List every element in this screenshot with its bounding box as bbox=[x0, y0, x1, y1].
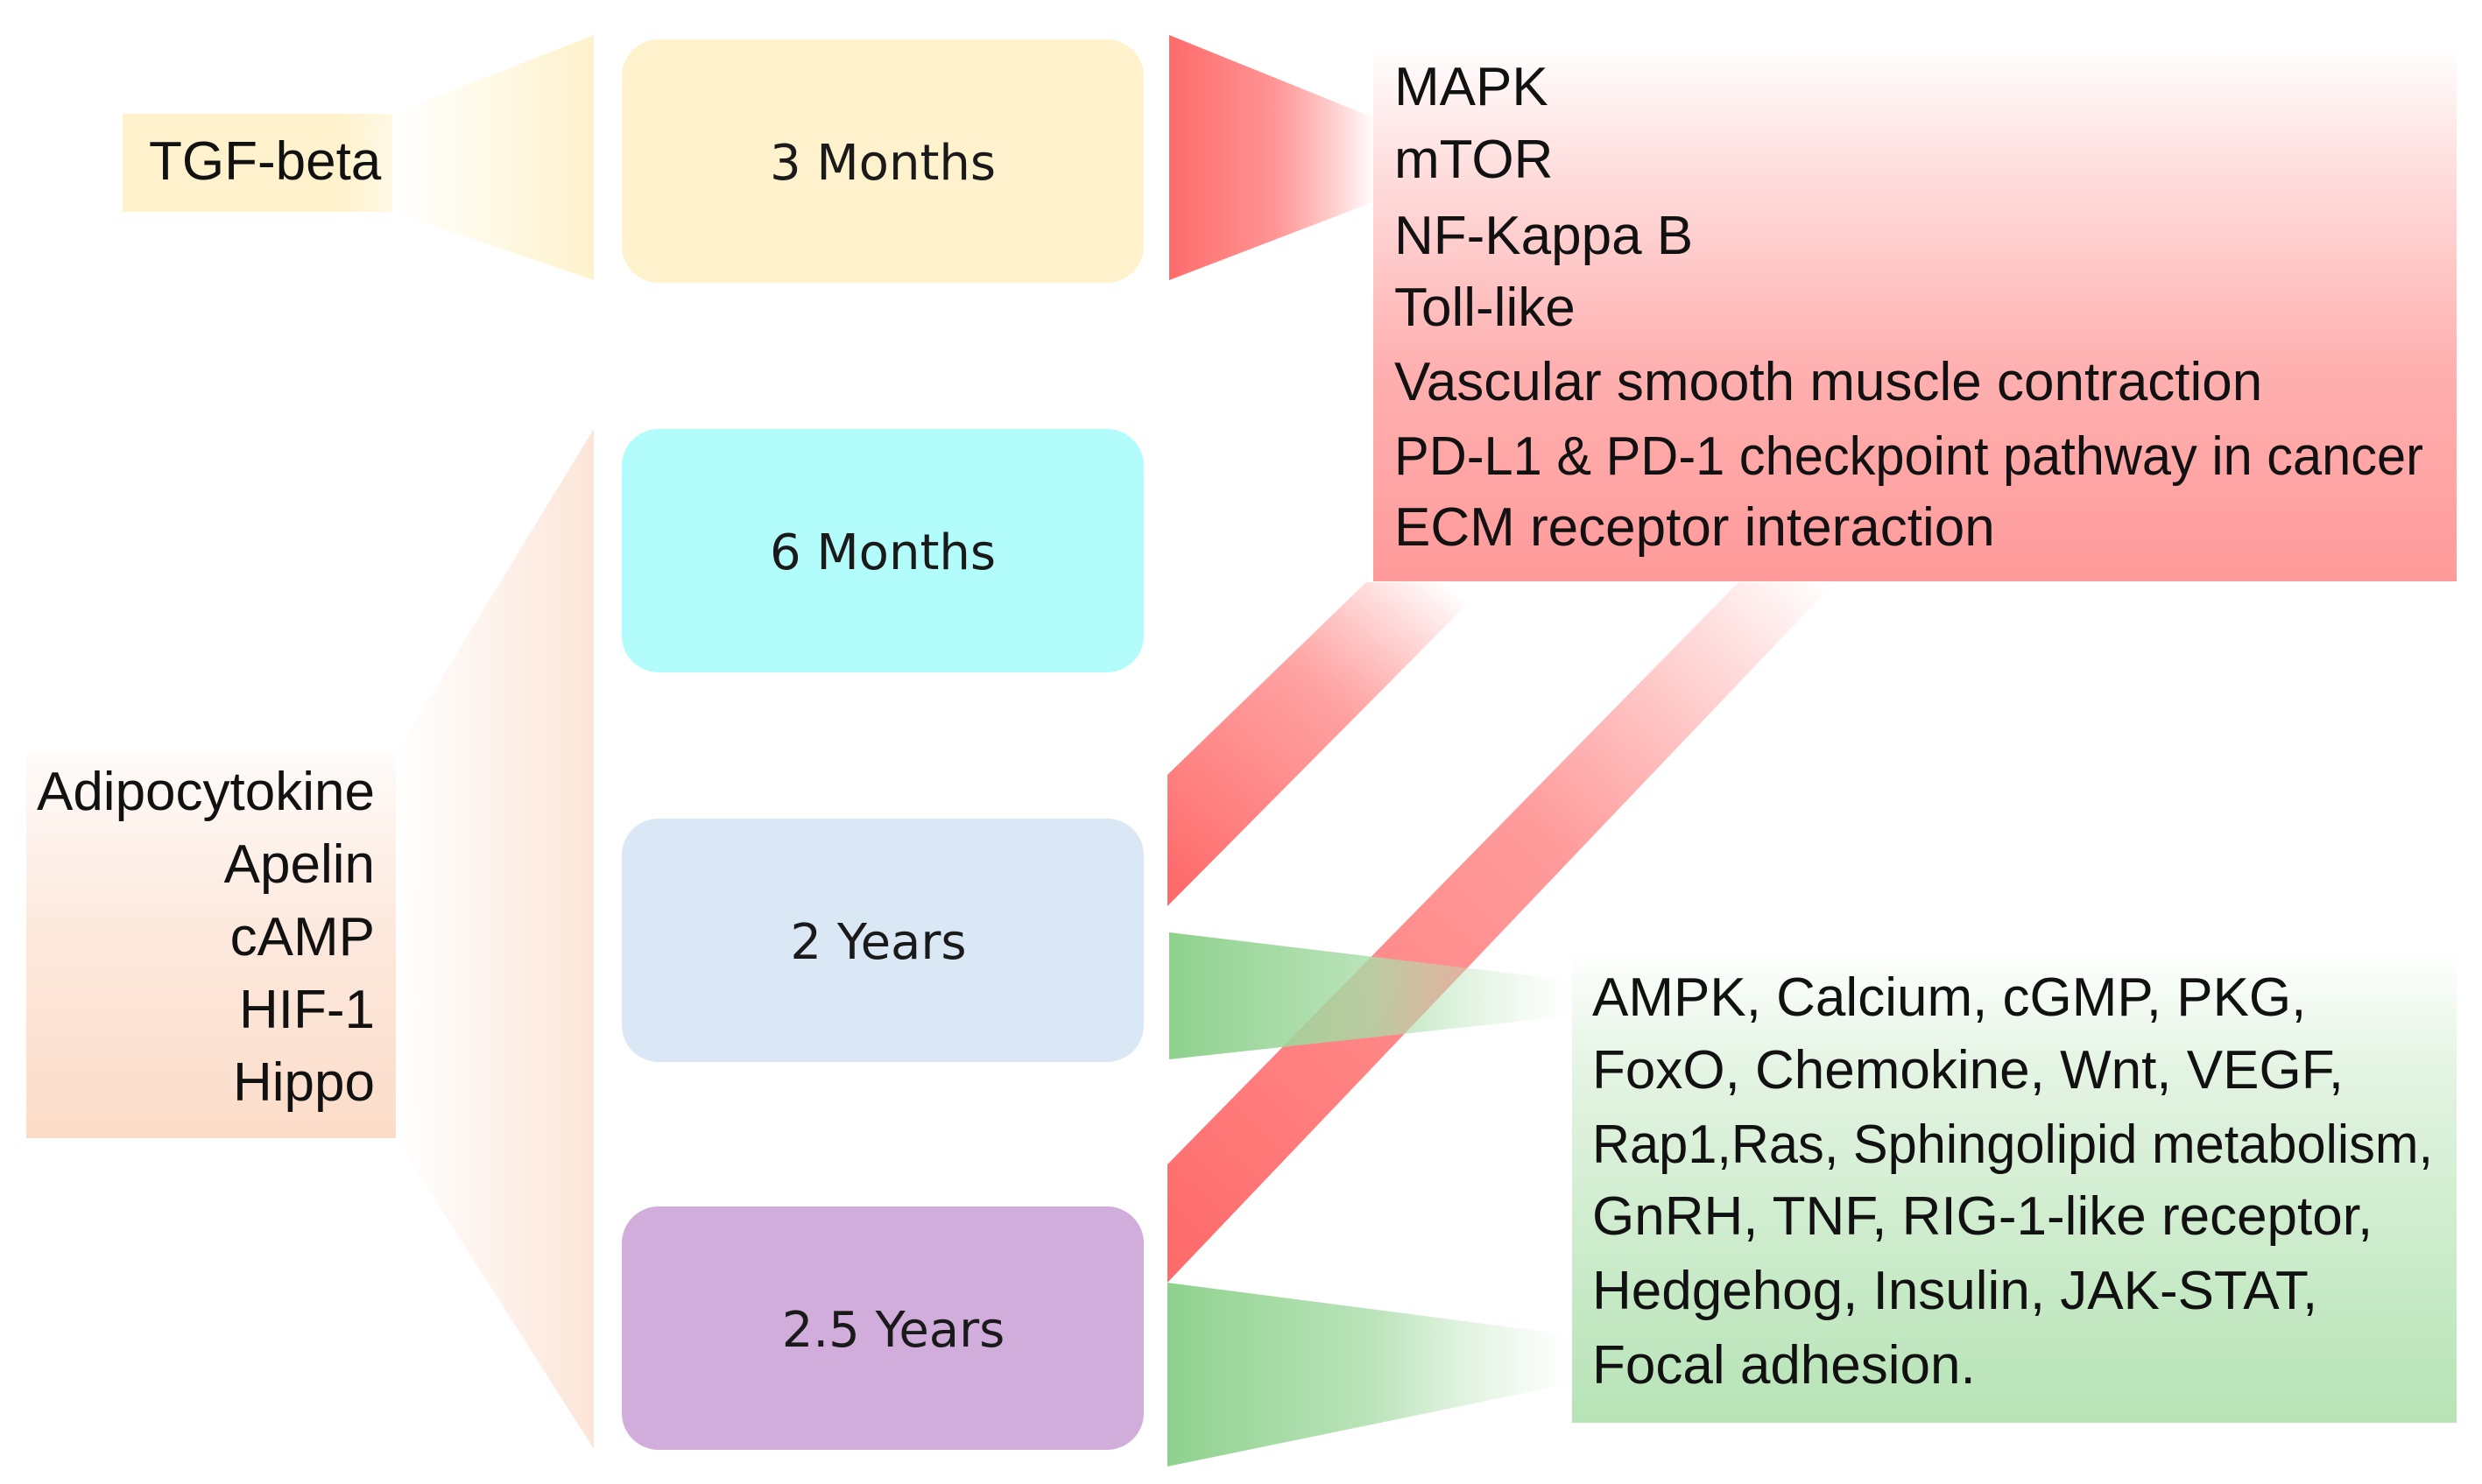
timepoint-box-6-months bbox=[622, 429, 1144, 672]
timepoint-box-3-months bbox=[622, 39, 1144, 283]
red-pathway-item: MAPK bbox=[1394, 57, 1548, 117]
green-pathway-item: FoxO, Chemokine, Wnt, VEGF, bbox=[1592, 1040, 2344, 1101]
red-pathway-item: Toll-like bbox=[1394, 278, 1576, 338]
red-pathway-item: PD-L1 & PD-1 checkpoint pathway in cance… bbox=[1394, 426, 2423, 487]
red-pathway-item: Vascular smooth muscle contraction bbox=[1394, 352, 2262, 412]
red-pathway-box bbox=[1373, 46, 2457, 581]
red-pathway-list: MAPK mTOR NF-Kappa B Toll-like Vascular … bbox=[1394, 57, 2423, 558]
left-group-item: Hippo bbox=[233, 1052, 375, 1113]
green-connector-2-5-years bbox=[1167, 1283, 1572, 1466]
green-pathway-item: Rap1,Ras, Sphingolipid metabolism, bbox=[1592, 1115, 2433, 1175]
red-pathway-item: NF-Kappa B bbox=[1394, 206, 1693, 266]
green-connector-2-years bbox=[1169, 932, 1572, 1059]
red-pathway-item: mTOR bbox=[1394, 130, 1553, 190]
left-group-item: Apelin bbox=[224, 834, 375, 895]
green-pathway-item: Hedgehog, Insulin, JAK-STAT, bbox=[1592, 1261, 2317, 1321]
red-connector-2-years bbox=[1167, 582, 1489, 906]
left-group-item: HIF-1 bbox=[239, 980, 375, 1040]
green-pathway-item: Focal adhesion. bbox=[1592, 1335, 1976, 1396]
left-group-connector bbox=[396, 429, 594, 1449]
green-pathway-box bbox=[1572, 950, 2457, 1423]
left-group-background bbox=[26, 753, 396, 1138]
timepoint-label: 6 Months bbox=[770, 524, 996, 581]
timepoint-label: 3 Months bbox=[770, 135, 996, 192]
tgf-connector bbox=[392, 35, 594, 280]
red-connector-3-months bbox=[1169, 35, 1375, 280]
tgf-label: TGF-beta bbox=[149, 131, 382, 192]
green-pathway-list: AMPK, Calcium, cGMP, PKG, FoxO, Chemokin… bbox=[1592, 967, 2433, 1396]
red-connector-2-5-years bbox=[1167, 582, 1835, 1283]
timepoint-box-2-years bbox=[622, 819, 1144, 1062]
left-group-item: Adipocytokine bbox=[37, 762, 375, 822]
tgf-label-background bbox=[123, 114, 392, 212]
timepoint-box-2-5-years bbox=[622, 1206, 1144, 1450]
timepoint-label: 2 Years bbox=[790, 914, 966, 971]
timepoint-label: 2.5 Years bbox=[782, 1302, 1005, 1359]
left-group-item: cAMP bbox=[230, 907, 375, 967]
red-pathway-item: ECM receptor interaction bbox=[1394, 497, 1995, 558]
green-pathway-item: GnRH, TNF, RIG-1-like receptor, bbox=[1592, 1186, 2373, 1247]
green-pathway-item: AMPK, Calcium, cGMP, PKG, bbox=[1592, 967, 2306, 1028]
